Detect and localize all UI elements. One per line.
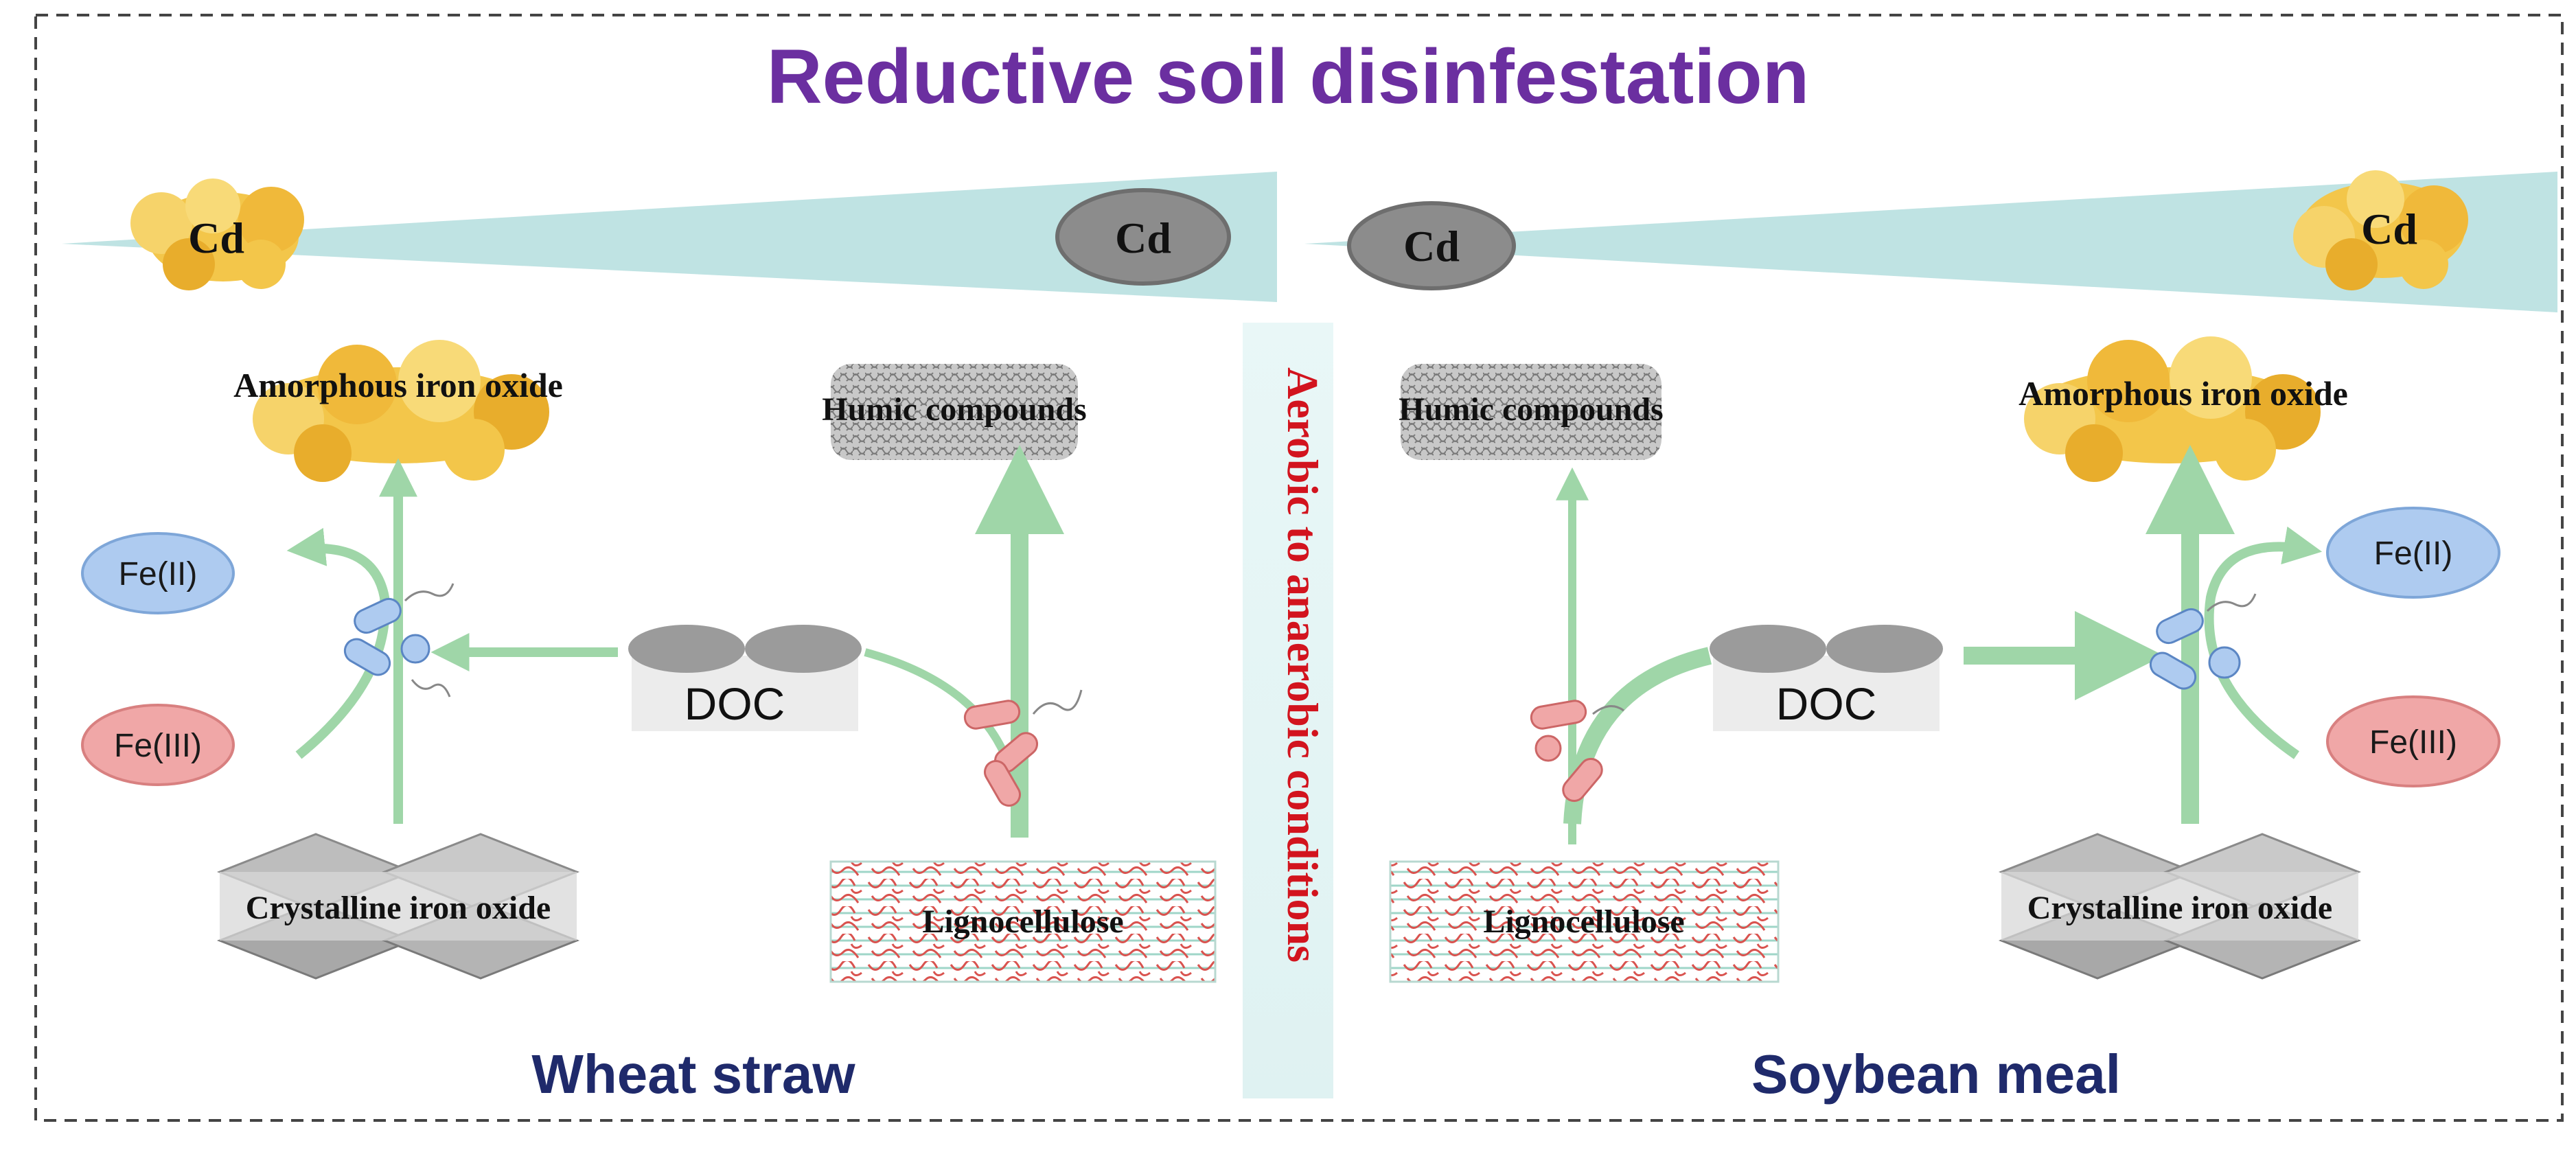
left-amorphous-blob: [253, 340, 549, 482]
left-fe2-label: Fe(II): [119, 556, 198, 592]
right-doc-block: [1710, 625, 1943, 731]
center-condition-label: Aerobic to anaerobic conditions: [1278, 367, 1327, 963]
left-doc-block: [628, 625, 862, 731]
right-fe2-ellipse: [2326, 507, 2500, 599]
left-ligno-to-doc-curve: [864, 648, 1024, 825]
left-group-label: Wheat straw: [531, 1044, 855, 1105]
right-fe3-label: Fe(III): [2369, 724, 2457, 761]
right-fe2-label: Fe(II): [2374, 535, 2453, 572]
outer-frame: [34, 14, 2564, 1122]
right-ligno-to-doc-curve: [1563, 647, 1712, 825]
right-group-label: Soybean meal: [1751, 1044, 2121, 1105]
right-microbe-icon: [2149, 593, 2257, 690]
left-fe2-ellipse: [81, 532, 235, 614]
right-cd-yellow-blob: [2293, 170, 2468, 290]
left-cd-gradient-wedge: [62, 172, 1277, 302]
right-amorphous-blob: [2024, 336, 2321, 482]
left-cd-yellow-blob: [130, 178, 304, 290]
right-cd-label-start: Cd: [1403, 222, 1460, 270]
left-cd-label-start: Cd: [188, 214, 244, 262]
right-cd-label-end: Cd: [2361, 205, 2417, 253]
right-doc-label: DOC: [1776, 678, 1877, 729]
left-fe3-ellipse: [81, 704, 235, 786]
left-lignocellulose-label: Lignocellulose: [922, 903, 1123, 940]
right-lignocellulose-label: Lignocellulose: [1483, 903, 1684, 940]
right-fe3-to-fe2-arrow: [2204, 526, 2323, 759]
left-crystalline-block: [216, 833, 580, 980]
left-fe3-label: Fe(III): [114, 728, 202, 764]
center-condition-band: [1243, 323, 1333, 1098]
right-crystalline-block: [1998, 833, 2362, 980]
left-pink-microbe-icon: [963, 689, 1083, 807]
right-cd-gray-blob: [1347, 201, 1516, 290]
left-crystalline-label: Crystalline iron oxide: [246, 890, 551, 926]
diagram-title: Reductive soil disinfestation: [767, 34, 1810, 119]
left-doc-label: DOC: [685, 678, 785, 729]
left-humic-block: [831, 364, 1078, 460]
right-fe3-ellipse: [2326, 695, 2500, 787]
left-microbe-icon: [343, 583, 455, 698]
left-lignocellulose-block: [829, 860, 1217, 983]
right-humic-block: [1401, 364, 1661, 460]
left-amorphous-label: Amorphous iron oxide: [233, 366, 563, 404]
left-cd-gray-blob: [1055, 188, 1231, 286]
right-lignocellulose-block: [1389, 860, 1780, 983]
right-crystalline-label: Crystalline iron oxide: [2027, 890, 2332, 926]
right-pink-microbe-icon: [1530, 700, 1624, 803]
right-cd-gradient-wedge: [1304, 172, 2557, 312]
right-humic-label: Humic compounds: [1399, 391, 1663, 428]
left-humic-label: Humic compounds: [822, 391, 1086, 428]
left-cd-label-end: Cd: [1115, 214, 1171, 262]
right-amorphous-label: Amorphous iron oxide: [2019, 374, 2348, 413]
